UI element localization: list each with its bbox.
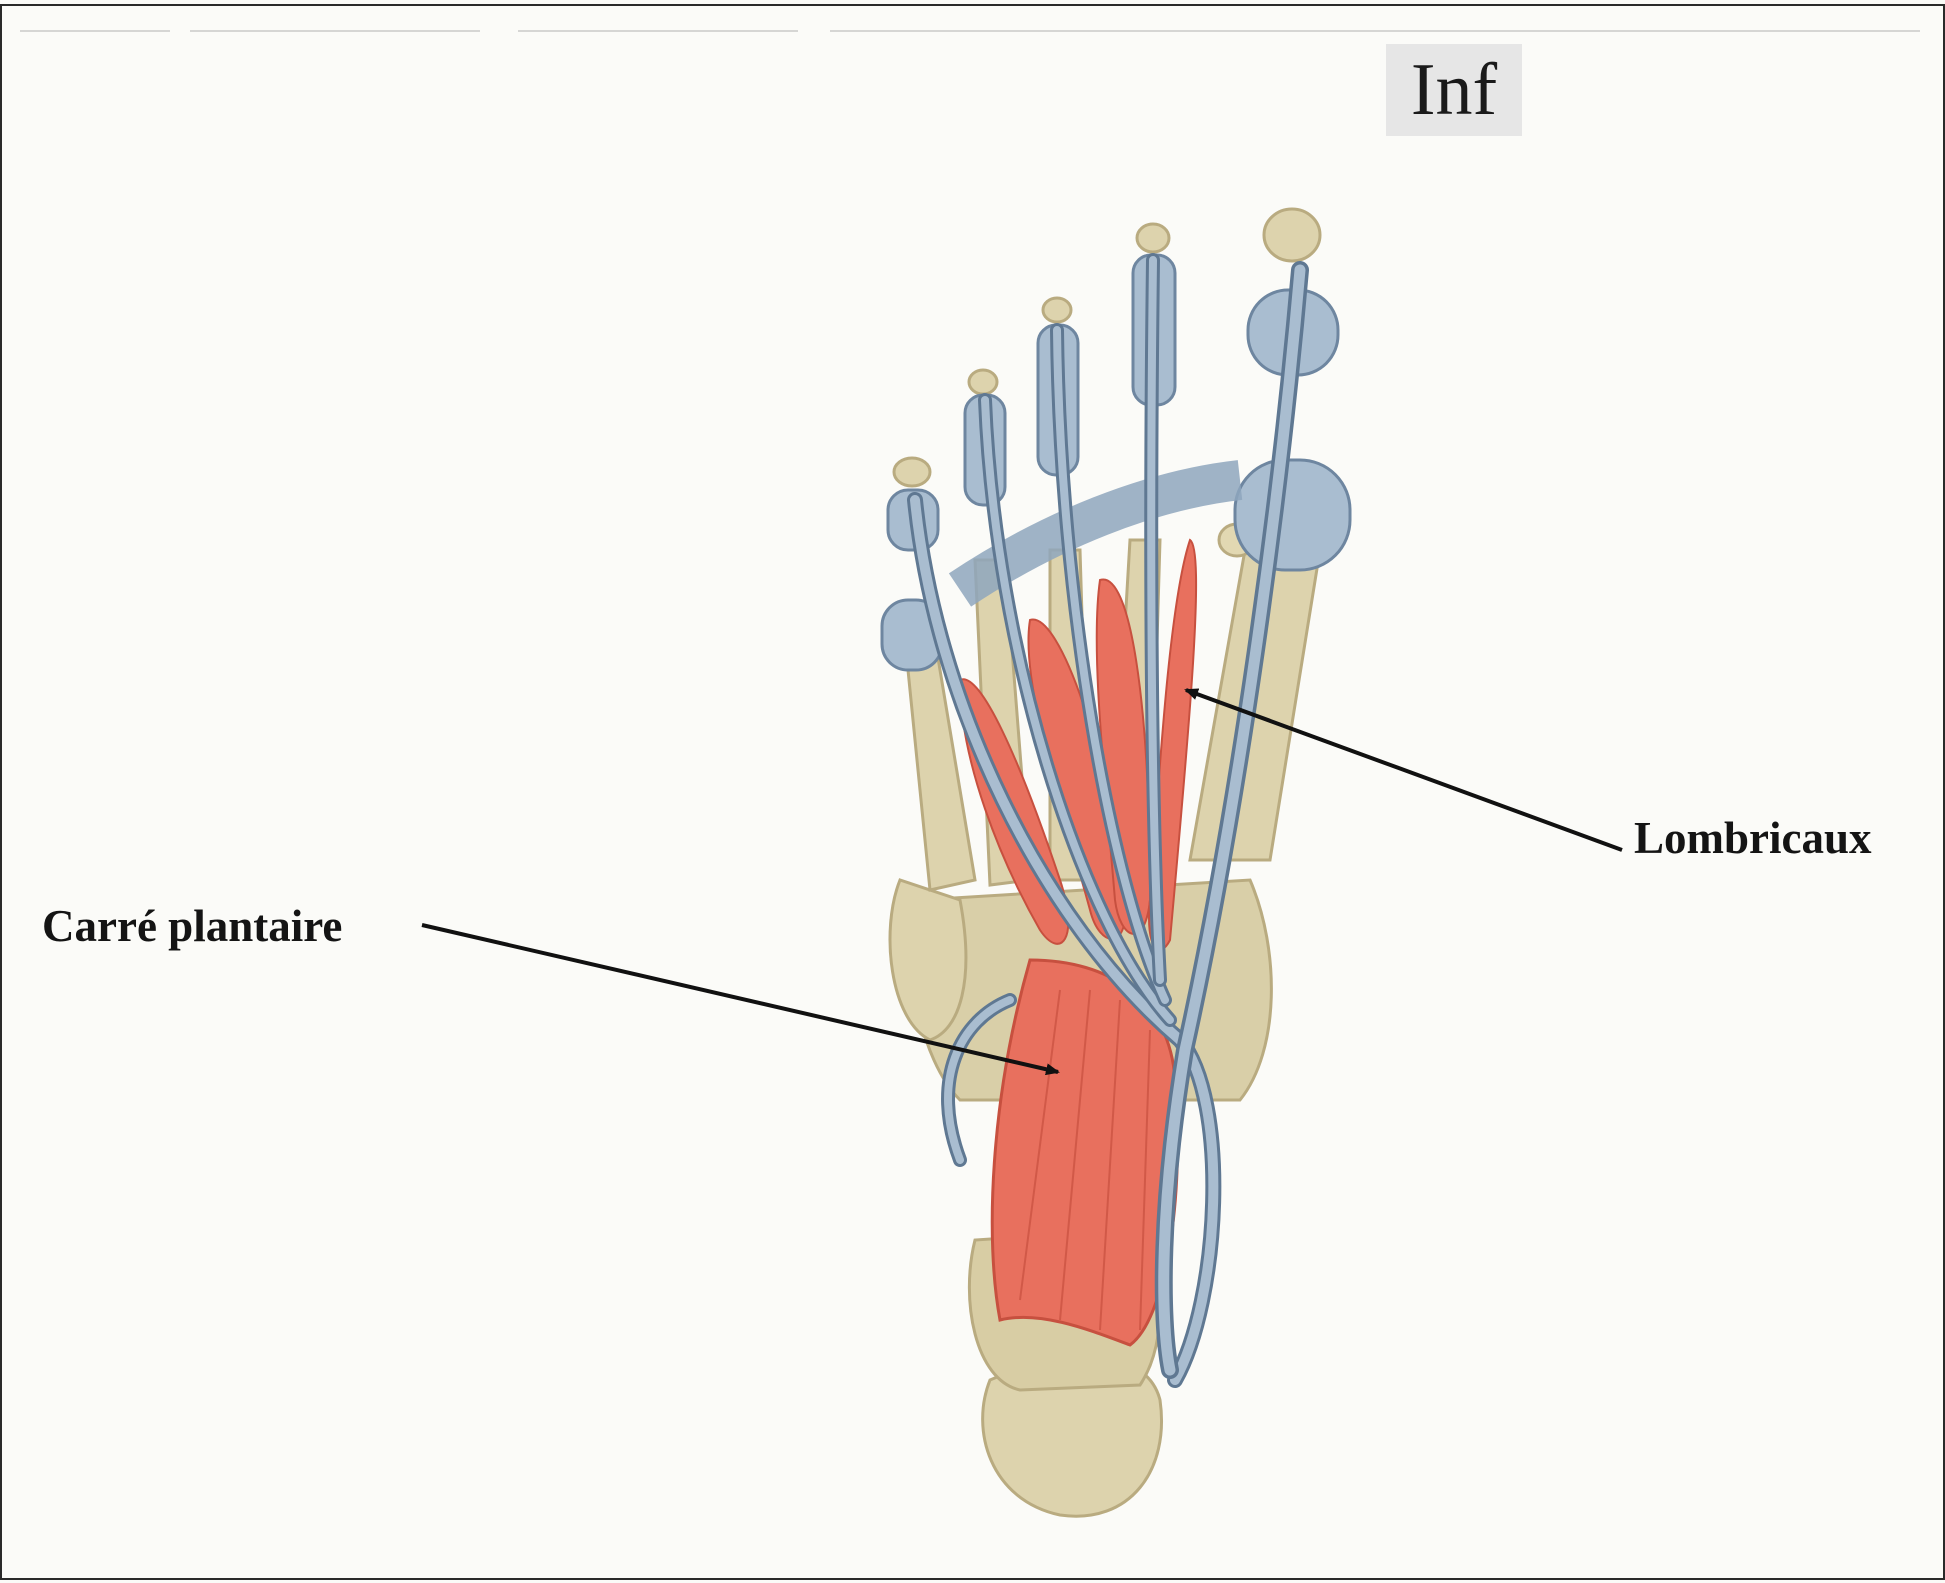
top-rule-segment — [518, 30, 798, 32]
view-label-badge: Inf — [1386, 44, 1522, 136]
top-rule-segment — [190, 30, 480, 32]
flexor-tendons — [907, 253, 1309, 1388]
frame-bottom-border — [0, 1578, 1945, 1580]
frame-left-border — [0, 4, 2, 1580]
label-lombricaux: Lombricaux — [1634, 813, 1872, 863]
frame-top-border — [0, 4, 1945, 6]
top-rule-segment — [830, 30, 1920, 32]
arrow-lombricaux — [1184, 688, 1623, 852]
arrow-carre-plantaire — [421, 923, 1060, 1076]
view-label-text: Inf — [1410, 48, 1498, 131]
label-carre-plantaire: Carré plantaire — [42, 901, 343, 951]
frame-right-border — [1943, 4, 1945, 1580]
top-rule-segment — [20, 30, 170, 32]
